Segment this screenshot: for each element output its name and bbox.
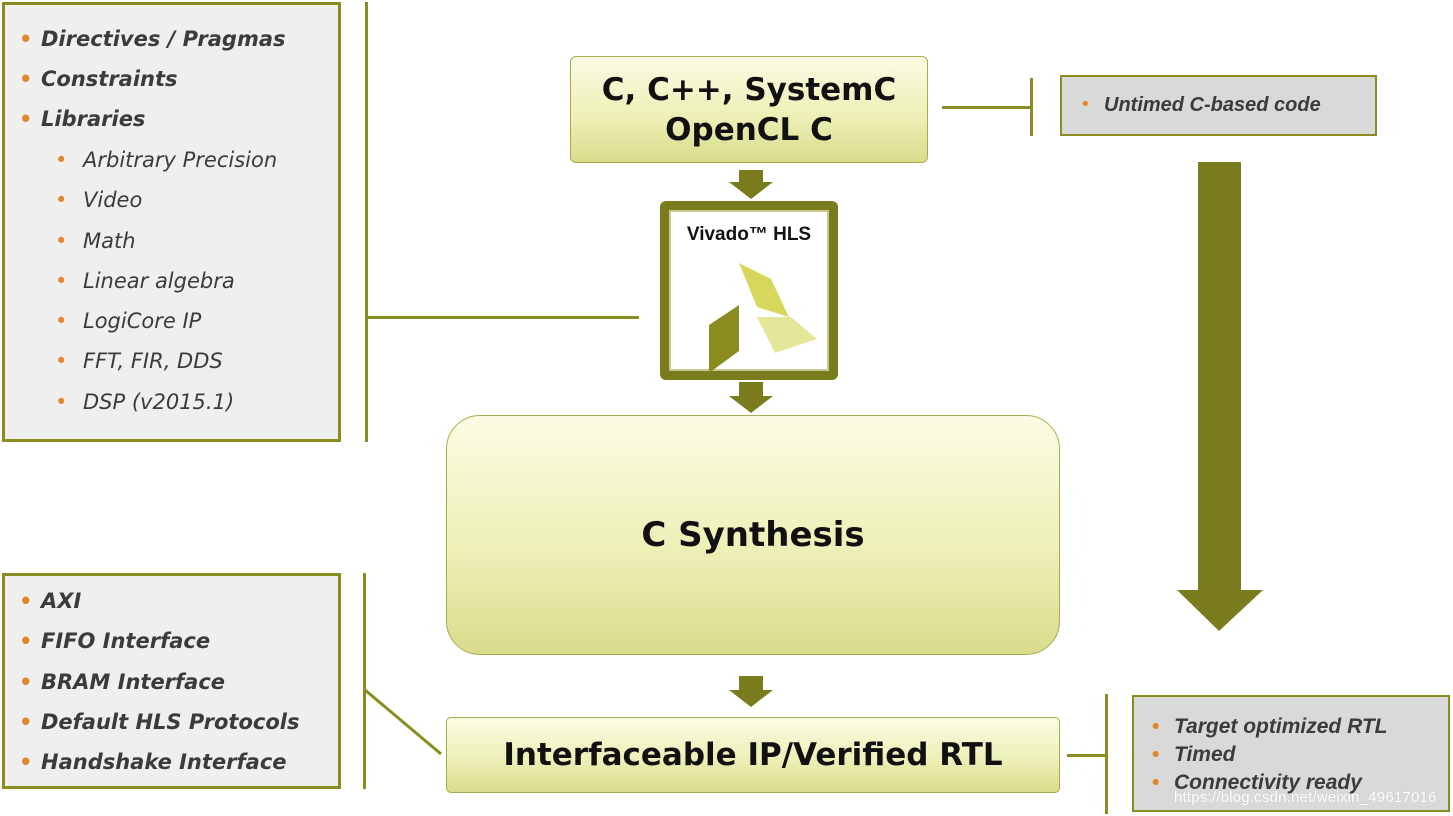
input-languages-line1: C, C++, SystemC [601, 71, 897, 108]
bullet-icon: • [55, 148, 68, 172]
connector-line [942, 106, 1031, 109]
directives-list: • Directives / Pragmas • Constraints • L… [5, 27, 338, 147]
library-list: • Arbitrary Precision • Video • Math • L… [5, 148, 338, 430]
list-item: • Linear algebra [55, 268, 235, 293]
connector-line [365, 316, 639, 319]
arrow-down-icon [729, 170, 773, 199]
list-item: • Connectivity ready [1152, 771, 1362, 794]
list-item: • Arbitrary Precision [55, 148, 278, 172]
bracket-vertical-line [1105, 694, 1108, 814]
arrow-down-icon [729, 676, 773, 707]
bullet-icon: • [55, 309, 68, 334]
bullet-icon: • [1080, 94, 1091, 115]
arrow-down-icon [729, 382, 773, 413]
bracket-vertical-line [363, 573, 366, 789]
bullet-icon: • [55, 228, 68, 253]
input-languages-box: C, C++, SystemC OpenCL C [570, 56, 928, 163]
bullet-icon: • [55, 349, 68, 374]
vivado-logo-icon [709, 263, 817, 373]
bullet-icon: • [19, 709, 33, 734]
list-item: • LogiCore IP [55, 309, 202, 334]
list-item: • Libraries [19, 107, 146, 131]
rtl-features-list: • Target optimized RTL • Timed • Connect… [1134, 715, 1448, 799]
list-item: • Directives / Pragmas [19, 27, 286, 51]
connector-line [1067, 754, 1107, 757]
bullet-icon: • [19, 629, 33, 654]
connector-tick [1030, 78, 1033, 136]
list-item: • Math [55, 228, 136, 253]
connector-diagonal-line [364, 688, 442, 756]
output-rtl-box: Interfaceable IP/Verified RTL [446, 717, 1060, 793]
bullet-icon: • [19, 669, 33, 694]
bullet-icon: • [1152, 771, 1160, 794]
list-item: • DSP (v2015.1) [55, 389, 235, 414]
bullet-icon: • [19, 589, 33, 613]
bullet-icon: • [1152, 715, 1160, 738]
bracket-vertical-line [365, 2, 368, 442]
directives-panel: • Directives / Pragmas • Constraints • L… [2, 2, 341, 442]
untimed-note-box: • Untimed C-based code [1060, 75, 1377, 136]
untimed-note-text: Untimed C-based code [1104, 94, 1321, 116]
list-item: • Constraints [19, 67, 178, 91]
list-item: • FIFO Interface [19, 629, 211, 654]
c-synthesis-label: C Synthesis [641, 515, 865, 555]
list-item: • BRAM Interface [19, 669, 226, 694]
vivado-hls-label: Vivado™ HLS [686, 224, 812, 245]
bullet-icon: • [19, 750, 33, 775]
bullet-icon: • [19, 67, 33, 91]
bullet-icon: • [55, 188, 68, 213]
bullet-icon: • [55, 268, 68, 293]
bullet-icon: • [19, 107, 33, 131]
bullet-icon: • [19, 27, 33, 51]
list-item: • FFT, FIR, DDS [55, 349, 223, 374]
list-item: • AXI [19, 589, 82, 613]
interfaces-list: • AXI • FIFO Interface • BRAM Interface … [5, 589, 338, 790]
rtl-features-box: • Target optimized RTL • Timed • Connect… [1132, 695, 1450, 812]
watermark: https://blog.csdn.net/weixin_49617016 [1174, 789, 1437, 806]
list-item: • Target optimized RTL [1152, 715, 1388, 738]
input-languages-line2: OpenCL C [665, 111, 833, 148]
bullet-icon: • [55, 389, 68, 414]
list-item: • Timed [1152, 743, 1236, 766]
flow-down-arrow-icon [1177, 162, 1263, 631]
list-item: • Handshake Interface [19, 750, 287, 775]
interfaces-panel: • AXI • FIFO Interface • BRAM Interface … [2, 573, 341, 789]
output-rtl-label: Interfaceable IP/Verified RTL [503, 737, 1003, 773]
c-synthesis-box: C Synthesis [446, 415, 1060, 655]
list-item: • Default HLS Protocols [19, 709, 300, 734]
bullet-icon: • [1152, 743, 1160, 766]
vivado-hls-tile: Vivado™ HLS [660, 201, 838, 380]
list-item: • Video [55, 188, 143, 213]
